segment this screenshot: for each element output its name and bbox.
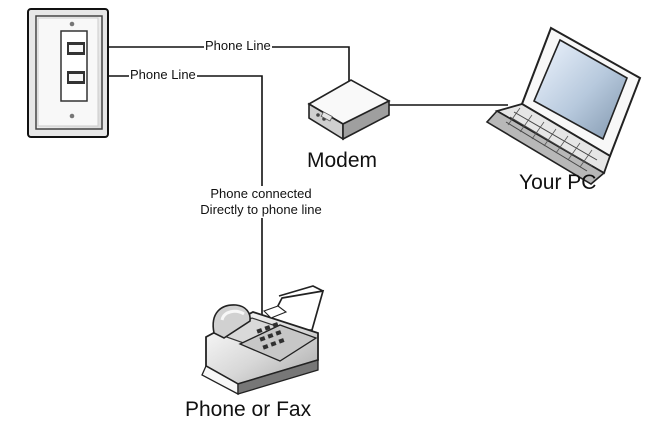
- phone-note-line-1: Phone connected: [210, 186, 312, 201]
- your-pc-label: Your PC: [519, 171, 597, 194]
- laptop-icon: [485, 26, 642, 185]
- phone-note-line-2: Directly to phone line: [200, 202, 322, 217]
- modem-label: Modem: [307, 149, 378, 172]
- modem-icon: [307, 79, 391, 141]
- phone-line-second-label: Phone Line: [129, 67, 197, 82]
- phone-connection-note: Phone connected Directly to phone line: [176, 186, 346, 218]
- fax-machine-icon: [201, 285, 325, 396]
- phone-or-fax-label: Phone or Fax: [185, 398, 312, 421]
- wall-jack-icon: [27, 8, 109, 138]
- phone-line-to-modem: [82, 46, 350, 84]
- phone-line-top-label: Phone Line: [204, 38, 272, 53]
